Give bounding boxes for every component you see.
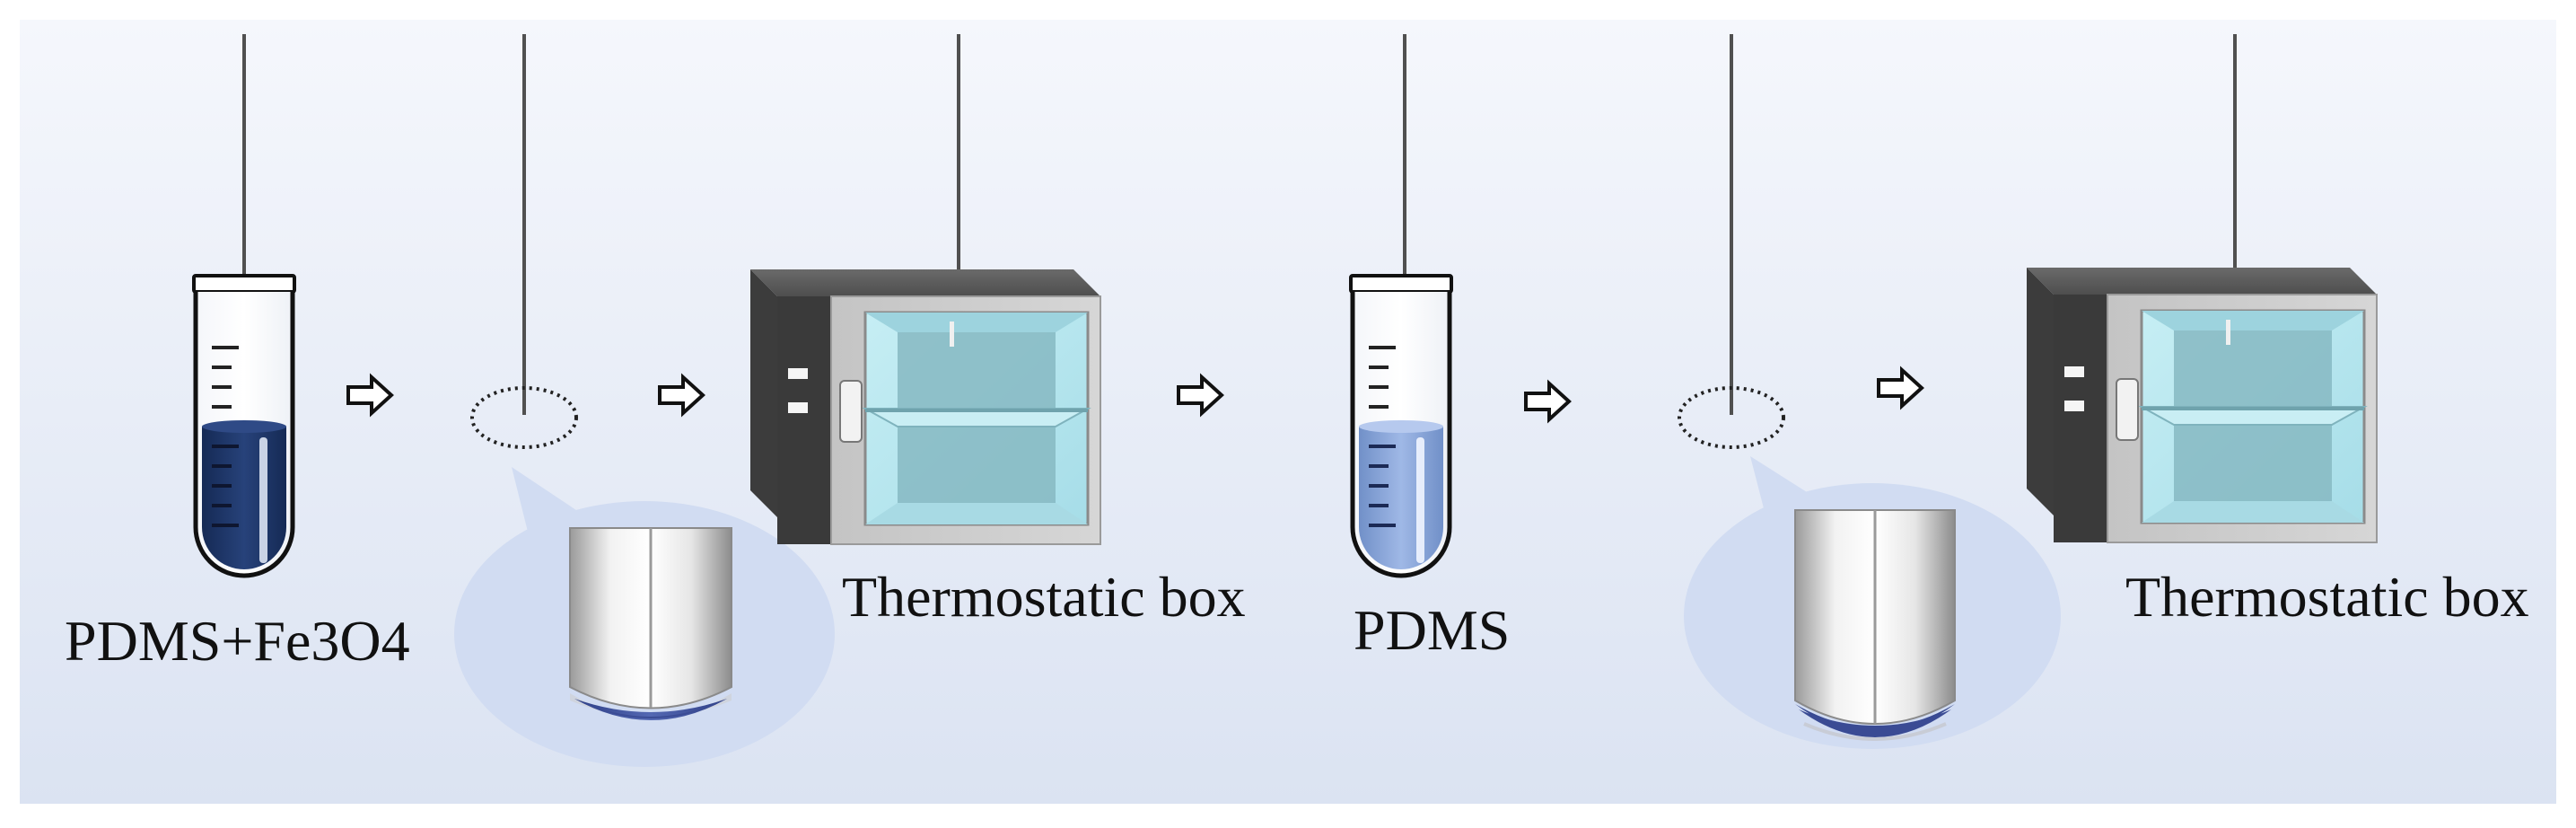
coated-rod-icon [569, 527, 732, 720]
dip-region-icon [470, 386, 578, 449]
step4-group [1351, 34, 1451, 576]
dip-region-icon [1678, 386, 1785, 449]
step-label-thermostatic-box-2: Thermostatic box [2125, 565, 2529, 629]
step2-group [454, 34, 835, 767]
step3-group [749, 34, 1102, 546]
oven-icon [2025, 266, 2379, 544]
step1-group [194, 34, 294, 576]
step-label-pdms-fe3o4: PDMS+Fe3O4 [65, 609, 410, 673]
test-tube-icon [1351, 276, 1451, 576]
oven-icon [749, 268, 1102, 546]
step6-group [2025, 34, 2379, 544]
step5-group [1678, 34, 2061, 749]
test-tube-icon [194, 276, 294, 576]
step-label-pdms: PDMS [1354, 598, 1511, 662]
coated-rod-icon [1794, 509, 1956, 741]
step-label-thermostatic-box-1: Thermostatic box [842, 565, 1246, 629]
